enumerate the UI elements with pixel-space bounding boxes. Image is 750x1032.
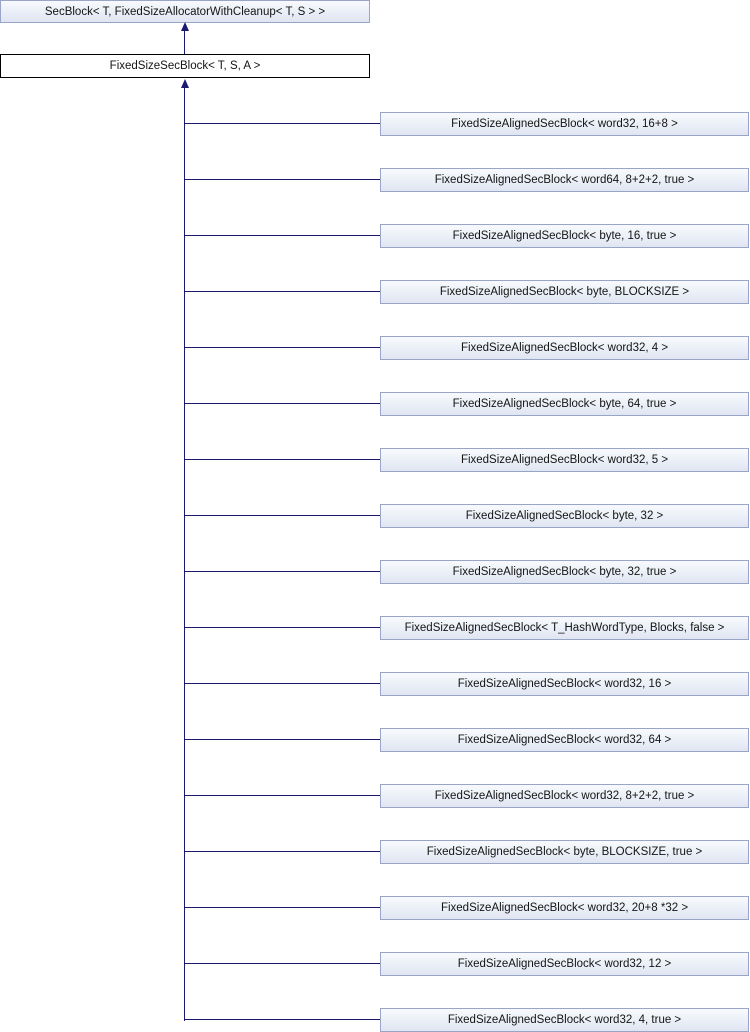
derived-class-node[interactable]: FixedSizeAlignedSecBlock< byte, 32 > <box>380 504 749 528</box>
derived-class-node[interactable]: FixedSizeAlignedSecBlock< word32, 16 > <box>380 672 749 696</box>
inheritance-arrowhead-icon <box>181 79 189 88</box>
inheritance-branch-edge <box>185 1019 380 1020</box>
derived-class-node[interactable]: FixedSizeAlignedSecBlock< T_HashWordType… <box>380 616 749 640</box>
derived-class-node[interactable]: FixedSizeAlignedSecBlock< byte, 32, true… <box>380 560 749 584</box>
inheritance-branch-edge <box>185 459 380 460</box>
derived-class-node[interactable]: FixedSizeAlignedSecBlock< word32, 16+8 > <box>380 112 749 136</box>
inheritance-branch-edge <box>185 963 380 964</box>
current-class-node: FixedSizeSecBlock< T, S, A > <box>0 54 370 78</box>
inheritance-trunk-edge <box>184 87 185 1021</box>
inheritance-branch-edge <box>185 403 380 404</box>
derived-class-node[interactable]: FixedSizeAlignedSecBlock< byte, 16, true… <box>380 224 749 248</box>
derived-class-node[interactable]: FixedSizeAlignedSecBlock< word32, 64 > <box>380 728 749 752</box>
inheritance-branch-edge <box>185 179 380 180</box>
inheritance-arrowhead-icon <box>181 22 189 31</box>
inheritance-branch-edge <box>185 739 380 740</box>
derived-class-node[interactable]: FixedSizeAlignedSecBlock< byte, 64, true… <box>380 392 749 416</box>
inheritance-branch-edge <box>185 627 380 628</box>
inheritance-branch-edge <box>185 291 380 292</box>
base-class-node[interactable]: SecBlock< T, FixedSizeAllocatorWithClean… <box>0 0 370 23</box>
derived-class-node[interactable]: FixedSizeAlignedSecBlock< word32, 5 > <box>380 448 749 472</box>
derived-class-node[interactable]: FixedSizeAlignedSecBlock< byte, BLOCKSIZ… <box>380 840 749 864</box>
derived-class-node[interactable]: FixedSizeAlignedSecBlock< word32, 20+8 *… <box>380 896 749 920</box>
derived-class-node[interactable]: FixedSizeAlignedSecBlock< byte, BLOCKSIZ… <box>380 280 749 304</box>
derived-class-node[interactable]: FixedSizeAlignedSecBlock< word32, 4, tru… <box>380 1008 749 1032</box>
inheritance-branch-edge <box>185 515 380 516</box>
inheritance-branch-edge <box>185 907 380 908</box>
inheritance-branch-edge <box>185 123 380 124</box>
derived-class-node[interactable]: FixedSizeAlignedSecBlock< word32, 12 > <box>380 952 749 976</box>
inheritance-branch-edge <box>185 795 380 796</box>
inheritance-branch-edge <box>185 571 380 572</box>
inheritance-branch-edge <box>185 347 380 348</box>
inheritance-branch-edge <box>185 851 380 852</box>
inheritance-edge <box>184 31 185 54</box>
derived-class-node[interactable]: FixedSizeAlignedSecBlock< word32, 4 > <box>380 336 749 360</box>
derived-class-node[interactable]: FixedSizeAlignedSecBlock< word64, 8+2+2,… <box>380 168 749 192</box>
derived-class-node[interactable]: FixedSizeAlignedSecBlock< word32, 8+2+2,… <box>380 784 749 808</box>
inheritance-branch-edge <box>185 235 380 236</box>
inheritance-branch-edge <box>185 683 380 684</box>
